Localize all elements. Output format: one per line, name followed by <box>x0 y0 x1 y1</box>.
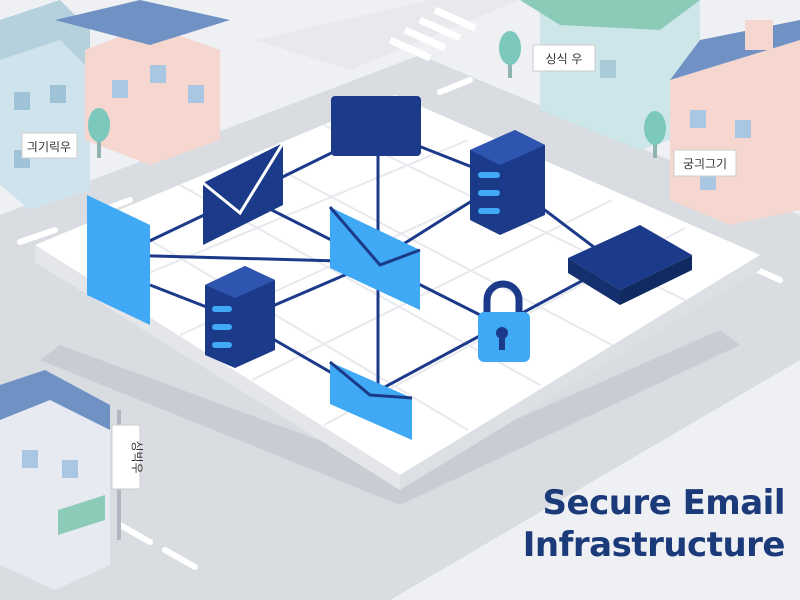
building-bottom-left <box>0 370 110 590</box>
street-sign-top-left: 긔기릭우 <box>21 132 78 159</box>
server-icon <box>470 130 545 235</box>
crosswalk <box>388 6 477 62</box>
tree <box>644 111 666 158</box>
mobile-device-icon <box>87 195 150 325</box>
caption-line-2: Infrastructure <box>522 525 786 565</box>
envelope-icon <box>329 360 413 440</box>
envelope-icon <box>202 142 285 245</box>
street-sign-top-left-label: 긔기릭우 <box>27 140 71 154</box>
platform-edge-right <box>400 255 760 490</box>
server-icon <box>205 266 275 368</box>
street-sign-top-right-label: 싱식 우 <box>546 52 583 66</box>
tree <box>499 31 521 78</box>
street-sign-right-label: 궁긔그기 <box>683 157 727 171</box>
caption: Secure Email Infrastructure <box>500 482 786 566</box>
building-top-left <box>0 0 90 210</box>
street-sign-top-right: 싱식 우 <box>532 44 596 72</box>
monitor-icon <box>331 96 421 156</box>
envelope-icon <box>328 206 421 310</box>
street-sign-bottom-left: 싱빅우 <box>111 410 144 540</box>
caption-line-1: Secure Email <box>542 483 786 523</box>
street-sign-bottom-left-label: 싱빅우 <box>130 440 144 473</box>
street-sign-right: 궁긔그기 <box>673 149 737 177</box>
building-right-pink <box>670 20 800 225</box>
padlock-icon <box>478 280 530 362</box>
storage-device-icon <box>568 225 692 305</box>
tree <box>88 108 110 158</box>
building-top-left-pink <box>55 0 230 165</box>
